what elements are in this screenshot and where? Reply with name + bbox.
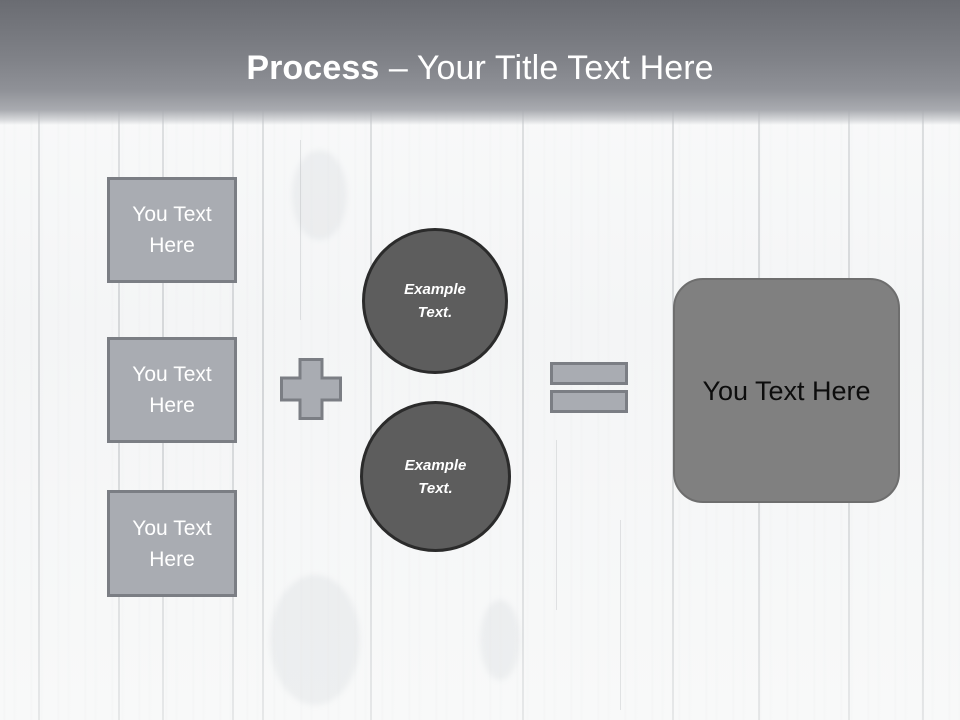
wood-grain-blob [292, 150, 347, 240]
plus-icon [280, 358, 342, 420]
wood-grain-line [300, 140, 301, 320]
example-circle-2-line1: Example [404, 456, 467, 474]
slide-header-band [0, 0, 960, 125]
wood-grain-line [620, 520, 621, 710]
input-box-2-label: You Text Here [132, 363, 212, 417]
wood-grain-blob [270, 575, 360, 705]
example-circle-2-label: Example Text. [405, 454, 467, 500]
example-circle-1-label: Example Text. [404, 278, 466, 324]
plank-seam [370, 0, 372, 720]
result-box-label: You Text Here [702, 375, 871, 406]
example-circle-1[interactable]: Example Text. [362, 228, 508, 374]
input-box-1[interactable]: You Text Here [107, 177, 237, 283]
example-circle-2-line2: Text. [418, 479, 453, 497]
input-box-2[interactable]: You Text Here [107, 337, 237, 443]
plus-operator [280, 358, 342, 420]
page-title: Process – Your Title Text Here [0, 48, 960, 88]
equals-bar-bottom [550, 390, 628, 413]
page-title-rest: – Your Title Text Here [379, 49, 714, 87]
plank-seam [38, 0, 40, 720]
wood-grain-line [556, 440, 557, 610]
plank-seam [522, 0, 524, 720]
wood-grain-blob [480, 600, 520, 680]
input-box-1-label: You Text Here [132, 203, 212, 257]
input-box-3-label: You Text Here [132, 516, 212, 571]
example-circle-1-line1: Example [404, 281, 466, 298]
page-title-bold: Process [246, 49, 380, 87]
equals-operator [550, 362, 628, 413]
plank-seam [922, 0, 924, 720]
plank-seam [262, 0, 264, 720]
example-circle-2[interactable]: Example Text. [360, 401, 511, 552]
input-box-3[interactable]: You Text Here [107, 490, 237, 597]
example-circle-1-line2: Text. [417, 304, 453, 321]
equals-bar-top [550, 362, 628, 385]
result-box[interactable]: You Text Here [673, 278, 900, 503]
